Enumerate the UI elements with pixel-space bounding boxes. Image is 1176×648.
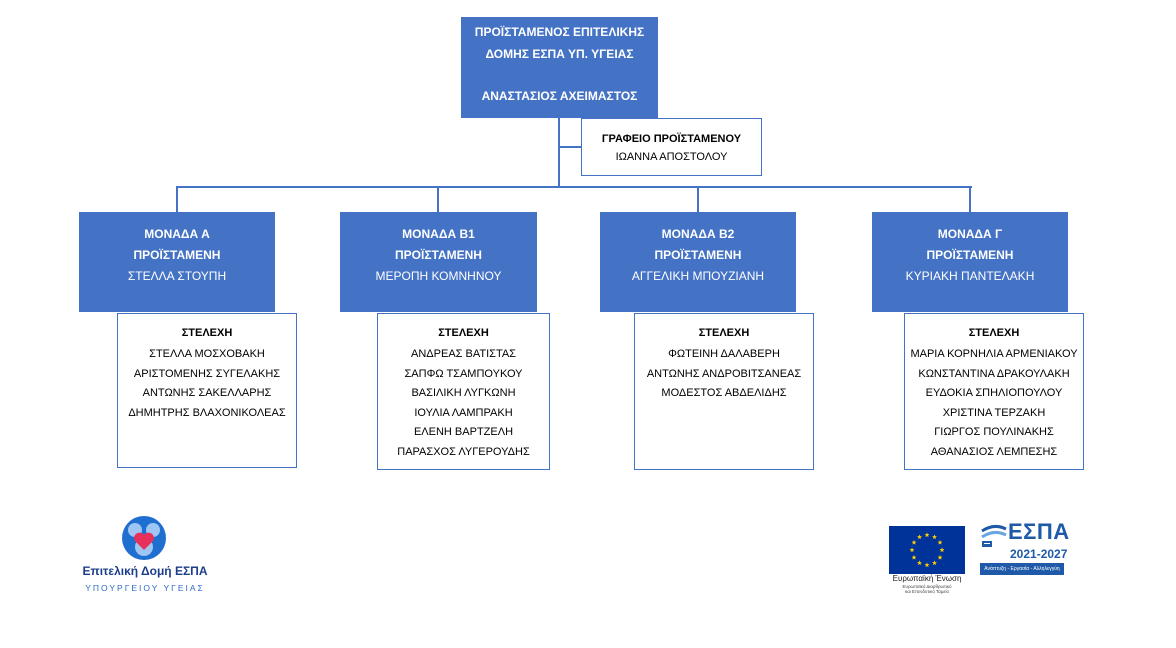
eu-star	[932, 560, 937, 566]
eu-sub1: Ευρωπαϊκό Διαρθρωτικό	[902, 584, 952, 589]
staff-member: ΜΟΔΕΣΤΟΣ ΑΒΔΕΛΙΔΗΣ	[661, 387, 787, 399]
unit-g-name: ΜΟΝΑΔΑ Γ	[937, 227, 1003, 241]
connector-horizontal	[176, 186, 972, 188]
head-title-line2: ΔΟΜΗΣ ΕΣΠΑ ΥΠ. ΥΓΕΙΑΣ	[485, 47, 634, 61]
unit-a-role: ΠΡΟΪΣΤΑΜΕΝΗ	[133, 248, 221, 262]
unit-b2-head: ΑΓΓΕΛΙΚΗ ΜΠΟΥΖΙΑΝΗ	[631, 269, 765, 283]
eu-star	[937, 554, 943, 560]
staff-member: ΑΝΤΩΝΗΣ ΑΝΔΡΟΒΙΤΣΑΝΕΑΣ	[646, 367, 802, 380]
unit-a-box: ΜΟΝΑΔΑ Α ΠΡΟΪΣΤΑΜΕΝΗ ΣΤΕΛΛΑ ΣΤΟΥΠΗ	[79, 212, 275, 312]
eu-star	[924, 532, 930, 538]
unit-g-role: ΠΡΟΪΣΤΑΜΕΝΗ	[926, 248, 1014, 262]
eu-star	[917, 560, 922, 566]
unit-a-staff-title: ΣΤΕΛΕΧΗ	[181, 327, 233, 339]
logo-left-subtitle: ΥΠΟΥΡΓΕΙΟΥ ΥΓΕΙΑΣ	[85, 583, 205, 593]
staff-member: ΙΟΥΛΙΑ ΛΑΜΠΡΑΚΗ	[414, 406, 513, 419]
unit-g-head: ΚΥΡΙΑΚΗ ΠΑΝΤΕΛΑΚΗ	[905, 269, 1035, 283]
staff-member: ΔΗΜΗΤΡΗΣ ΒΛΑΧΟΝΙΚΟΛΕΑΣ	[128, 406, 286, 419]
staff-member: ΒΑΣΙΛΙΚΗ ΛΥΓΚΩΝΗ	[411, 387, 516, 399]
eu-star	[911, 539, 917, 545]
staff-member: ΑΡΙΣΤΟΜΕΝΗΣ ΣΥΓΕΛΑΚΗΣ	[133, 367, 281, 380]
espa-title: ΕΣΠΑ	[1008, 519, 1070, 544]
office-name: ΙΩΑΝΝΑ ΑΠΟΣΤΟΛΟΥ	[615, 151, 728, 163]
connector-office	[559, 146, 581, 148]
unit-b1-head: ΜΕΡΟΠΗ ΚΟΜΝΗΝΟΥ	[375, 269, 502, 283]
unit-b2-staff-box: ΣΤΕΛΕΧΗ ΦΩΤΕΙΝΗ ΔΑΛΑΒΕΡΗ ΑΝΤΩΝΗΣ ΑΝΔΡΟΒΙ…	[634, 313, 814, 470]
heart-people-icon	[122, 516, 166, 560]
connector-unit-b2	[697, 186, 699, 212]
head-name: ΑΝΑΣΤΑΣΙΟΣ ΑΧΕΙΜΑΣΤΟΣ	[481, 89, 638, 103]
espa-health-logo: Επιτελική Δομή ΕΣΠΑ ΥΠΟΥΡΓΕΙΟΥ ΥΓΕΙΑΣ	[70, 512, 220, 602]
espa-years: 2021-2027	[1010, 547, 1068, 561]
espa-logo: ΕΣΠΑ 2021-2027 Ανάπτυξη - Εργασία - Αλλη…	[978, 519, 1074, 579]
staff-member: ΜΑΡΙΑ ΚΟΡΝΗΛΙΑ ΑΡΜΕΝΙΑΚΟΥ	[910, 348, 1078, 360]
unit-b1-box: ΜΟΝΑΔΑ Β1 ΠΡΟΪΣΤΑΜΕΝΗ ΜΕΡΟΠΗ ΚΟΜΝΗΝΟΥ	[340, 212, 537, 312]
eu-label: Ευρωπαϊκή Ένωση	[892, 574, 962, 583]
staff-member: ΧΡΙΣΤΙΝΑ ΤΕΡΖΑΚΗ	[942, 406, 1046, 419]
eu-star	[924, 562, 930, 568]
eu-logo: Ευρωπαϊκή Ένωση Ευρωπαϊκό Διαρθρωτικό κα…	[888, 525, 966, 595]
eu-flag-icon	[889, 526, 965, 574]
connector-unit-g	[969, 186, 971, 212]
staff-member: ΕΥΔΟΚΙΑ ΣΠΗΛΙΟΠΟΥΛΟΥ	[925, 387, 1063, 399]
staff-member: ΑΝΔΡΕΑΣ ΒΑΤΙΣΤΑΣ	[411, 348, 516, 360]
eu-star	[932, 534, 937, 540]
unit-g-box: ΜΟΝΑΔΑ Γ ΠΡΟΪΣΤΑΜΕΝΗ ΚΥΡΙΑΚΗ ΠΑΝΤΕΛΑΚΗ	[872, 212, 1068, 312]
eu-star	[939, 547, 945, 553]
unit-g-staff-box: ΣΤΕΛΕΧΗ ΜΑΡΙΑ ΚΟΡΝΗΛΙΑ ΑΡΜΕΝΙΑΚΟΥ ΚΩΝΣΤΑ…	[904, 313, 1084, 470]
staff-member: ΣΤΕΛΛΑ ΜΟΣΧΟΒΑΚΗ	[149, 348, 265, 360]
eu-star	[937, 539, 943, 545]
unit-b2-staff-title: ΣΤΕΛΕΧΗ	[698, 327, 750, 339]
staff-member: ΣΑΠΦΩ ΤΣΑΜΠΟΥΚΟΥ	[404, 367, 523, 380]
eu-star	[917, 534, 922, 540]
unit-b2-box: ΜΟΝΑΔΑ Β2 ΠΡΟΪΣΤΑΜΕΝΗ ΑΓΓΕΛΙΚΗ ΜΠΟΥΖΙΑΝΗ	[600, 212, 796, 312]
unit-a-name: ΜΟΝΑΔΑ Α	[144, 227, 210, 241]
unit-b1-staff-box: ΣΤΕΛΕΧΗ ΑΝΔΡΕΑΣ ΒΑΤΙΣΤΑΣ ΣΑΠΦΩ ΤΣΑΜΠΟΥΚΟ…	[377, 313, 550, 470]
staff-member: ΕΛΕΝΗ ΒΑΡΤΖΕΛΗ	[413, 426, 514, 438]
eu-star	[909, 547, 915, 553]
unit-b1-name: ΜΟΝΑΔΑ Β1	[402, 227, 475, 241]
head-title-line1: ΠΡΟΪΣΤΑΜΕΝΟΣ ΕΠΙΤΕΛΙΚΗΣ	[474, 25, 645, 39]
staff-member: ΚΩΝΣΤΑΝΤΙΝΑ ΔΡΑΚΟΥΛΑΚΗ	[918, 367, 1070, 380]
connector-unit-b1	[437, 186, 439, 212]
office-box: ΓΡΑΦΕΙΟ ΠΡΟΪΣΤΑΜΕΝΟΥ ΙΩΑΝΝΑ ΑΠΟΣΤΟΛΟΥ	[581, 118, 762, 176]
staff-member: ΑΘΑΝΑΣΙΟΣ ΛΕΜΠΕΣΗΣ	[930, 445, 1058, 458]
head-box: ΠΡΟΪΣΤΑΜΕΝΟΣ ΕΠΙΤΕΛΙΚΗΣ ΔΟΜΗΣ ΕΣΠΑ ΥΠ. Υ…	[461, 17, 658, 118]
unit-g-staff-title: ΣΤΕΛΕΧΗ	[968, 327, 1020, 339]
connector-unit-a	[176, 186, 178, 212]
eu-sub2: και Επενδυτικό Ταμείο	[905, 589, 949, 594]
office-title: ΓΡΑΦΕΙΟ ΠΡΟΪΣΤΑΜΕΝΟΥ	[601, 133, 742, 145]
logo-left-title: Επιτελική Δομή ΕΣΠΑ	[82, 564, 208, 578]
unit-b2-name: ΜΟΝΑΔΑ Β2	[661, 227, 735, 241]
staff-member: ΑΝΤΩΝΗΣ ΣΑΚΕΛΛΑΡΗΣ	[142, 387, 272, 399]
staff-member: ΠΑΡΑΣΧΟΣ ΛΥΓΕΡΟΥΔΗΣ	[397, 445, 530, 458]
espa-tagline: Ανάπτυξη - Εργασία - Αλληλεγγύη	[980, 563, 1064, 575]
unit-b2-role: ΠΡΟΪΣΤΑΜΕΝΗ	[654, 248, 742, 262]
eu-star	[911, 554, 917, 560]
unit-a-staff-box: ΣΤΕΛΕΧΗ ΣΤΕΛΛΑ ΜΟΣΧΟΒΑΚΗ ΑΡΙΣΤΟΜΕΝΗΣ ΣΥΓ…	[117, 313, 297, 468]
unit-b1-role: ΠΡΟΪΣΤΑΜΕΝΗ	[395, 248, 482, 262]
unit-b1-staff-title: ΣΤΕΛΕΧΗ	[438, 327, 489, 339]
staff-member: ΓΙΩΡΓΟΣ ΠΟΥΛΙΝΑΚΗΣ	[934, 426, 1054, 438]
staff-member: ΦΩΤΕΙΝΗ ΔΑΛΑΒΕΡΗ	[668, 348, 780, 360]
espa-wave-icon	[981, 524, 1007, 547]
connector-head-down	[558, 118, 560, 187]
unit-a-head: ΣΤΕΛΛΑ ΣΤΟΥΠΗ	[127, 269, 227, 283]
